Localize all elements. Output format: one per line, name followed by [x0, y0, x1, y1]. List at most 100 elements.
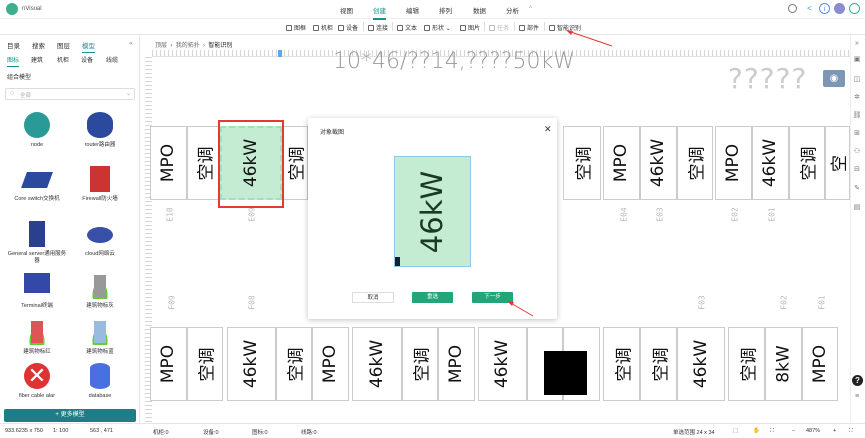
menu-analysis[interactable]: 分析 [506, 8, 519, 15]
cabinet-cell[interactable]: MPO [312, 327, 349, 401]
cabinet-cell[interactable]: 空调 [563, 126, 601, 200]
clipboard-icon[interactable]: ▤ [853, 204, 861, 211]
tool-cabinet[interactable]: 机柜 [313, 23, 333, 32]
model-node[interactable]: node [7, 112, 67, 149]
link-icon[interactable]: ⛓ [852, 112, 862, 119]
tab-layers[interactable]: 图层 [57, 43, 70, 50]
cabinet-cell[interactable]: MPO [802, 327, 838, 401]
menu-view[interactable]: 视图 [340, 8, 353, 15]
model-general-server[interactable]: General server通用服务器 [7, 221, 67, 265]
cabinet-cell[interactable]: 空 [825, 126, 850, 200]
expand-icon[interactable]: » [855, 40, 859, 47]
fullscreen-icon[interactable]: ⛶ [849, 428, 853, 434]
model-building-gray[interactable]: 建筑物标灰 [70, 273, 130, 310]
zoom-out-button[interactable]: − [792, 428, 796, 434]
menu-create[interactable]: 创建 [373, 5, 386, 20]
network-icon[interactable]: ✲ [854, 94, 860, 101]
cabinet-cell[interactable]: MPO [715, 126, 752, 200]
cabinet-cell[interactable]: 空调 [789, 126, 825, 200]
panel-icon[interactable]: ◫ [853, 76, 861, 83]
subtab-device[interactable]: 设备 [81, 58, 94, 64]
subtab-icons[interactable]: 图标 [7, 55, 20, 67]
subtab-cabinet[interactable]: 机柜 [57, 58, 70, 64]
tool-device[interactable]: 设备 [338, 23, 358, 32]
cancel-button[interactable]: 取消 [352, 292, 394, 303]
reselect-button[interactable]: 重选 [412, 292, 453, 303]
tool-part[interactable]: 部件 [519, 23, 539, 32]
model-core-switch[interactable]: Core switch交换机 [7, 166, 67, 203]
search-icon[interactable] [788, 4, 797, 13]
collapse-icon[interactable]: ^ [529, 5, 533, 12]
tool-task[interactable]: 任务 [489, 23, 509, 32]
next-step-button[interactable]: 下一步 [472, 292, 513, 303]
cabinet-cell[interactable]: 46kW [478, 327, 527, 401]
subtab-building[interactable]: 建筑 [31, 58, 44, 64]
cabinet-cell[interactable]: MPO [150, 126, 187, 200]
tool-text[interactable]: 文本 [397, 23, 417, 32]
cabinet-cell[interactable]: 空调 [276, 327, 312, 401]
tool-connect[interactable]: 连接 [368, 23, 388, 32]
grid-icon[interactable]: ⊞ [854, 130, 860, 137]
tab-catalog[interactable]: 目录 [7, 43, 20, 50]
cabinet-cell[interactable]: MPO [438, 327, 475, 401]
zoom-in-button[interactable]: + [833, 428, 837, 434]
cabinet-cell[interactable]: 空调 [282, 126, 308, 200]
tab-search[interactable]: 搜索 [32, 43, 45, 50]
breadcrumb-my-topology[interactable]: 我的拓扑 [175, 43, 200, 49]
collapse-panel-icon[interactable]: « [129, 40, 133, 47]
cabinet-cell[interactable]: 空调 [728, 327, 765, 401]
menu-edit[interactable]: 编辑 [406, 8, 419, 15]
model-firewall[interactable]: Firewall防火墙 [70, 166, 130, 203]
cabinet-cell[interactable]: 46kW [640, 126, 677, 200]
cabinet-cell[interactable]: 空调 [187, 327, 223, 401]
tool-smart-recognize[interactable]: 智能识别 [549, 23, 581, 32]
user-avatar-icon[interactable] [849, 3, 860, 14]
cabinet-cell[interactable]: 空调 [603, 327, 640, 401]
pen-icon[interactable]: ✎ [854, 185, 860, 192]
tab-models[interactable]: 模型 [82, 40, 95, 53]
cabinet-cell[interactable]: 46kW [352, 327, 402, 401]
more-models-button[interactable]: + 更多模型 [4, 409, 136, 422]
menu-data[interactable]: 数据 [473, 8, 486, 15]
tool-shape[interactable]: 形状 ⌄ [424, 23, 451, 32]
pan-tool-icon[interactable]: ✋ [753, 428, 760, 434]
menu-arrange[interactable]: 排列 [439, 8, 452, 15]
cabinet-cell[interactable]: 46kW [752, 126, 789, 200]
properties-icon[interactable]: ▣ [853, 56, 861, 63]
cabinet-cell[interactable]: 46kW [227, 327, 276, 401]
cabinet-cell[interactable]: 8kW [765, 327, 802, 401]
model-search-input[interactable]: 全部 [5, 88, 135, 100]
chevron-down-icon[interactable]: ⌄ [126, 91, 132, 97]
help-icon[interactable]: ? [852, 375, 863, 386]
cabinet-cell[interactable]: 空调 [402, 327, 438, 401]
close-icon[interactable]: ✕ [544, 124, 552, 134]
model-building-red[interactable]: 建筑物标红 [7, 319, 67, 356]
model-terminal[interactable]: Terminal终端 [7, 273, 67, 310]
tool-frame[interactable]: 图框 [286, 23, 306, 32]
subtab-cable[interactable]: 线缆 [106, 58, 119, 64]
cabinet-cell[interactable]: 空调 [640, 327, 677, 401]
breadcrumb-top[interactable]: 顶层 [155, 43, 168, 49]
cabinet-cell[interactable]: MPO [150, 327, 187, 401]
chart-icon[interactable]: ⊟ [854, 166, 860, 173]
cabinet-cell[interactable]: 46kW [677, 327, 725, 401]
cabinet-cell[interactable]: 空调 [187, 126, 220, 200]
model-database[interactable]: database [70, 363, 130, 400]
cabinet-cell[interactable]: 空调 [677, 126, 713, 200]
cabinet-cell[interactable]: MPO [603, 126, 640, 200]
fit-icon[interactable]: ⛶ [770, 428, 774, 434]
model-cloud[interactable]: cloud网络云 [70, 221, 130, 258]
cabinet-cell[interactable]: 46kW [220, 126, 282, 200]
model-fiber-cable-alar[interactable]: ✕fiber cable alar [18, 363, 56, 399]
share-icon[interactable]: < [807, 4, 812, 13]
tool-image[interactable]: 图片 [460, 23, 480, 32]
eye-button[interactable]: ◉ [823, 70, 845, 87]
info-icon[interactable]: i [819, 3, 830, 14]
model-building-blue[interactable]: 建筑物标蓝 [70, 319, 130, 356]
menu-icon[interactable]: ≡ [854, 393, 860, 400]
model-router[interactable]: router路由器 [70, 112, 130, 149]
select-tool-icon[interactable]: ⬚ [733, 428, 739, 434]
settings-icon[interactable] [834, 3, 845, 14]
user-icon[interactable]: ⚇ [853, 148, 861, 155]
captured-object[interactable]: 46kW [394, 156, 471, 267]
